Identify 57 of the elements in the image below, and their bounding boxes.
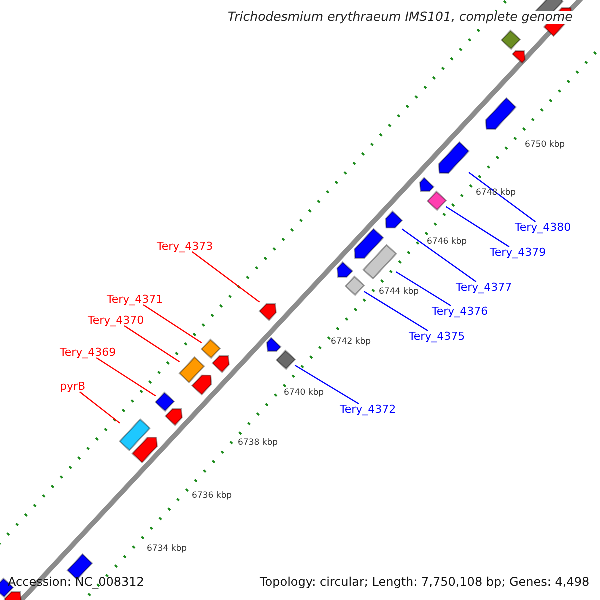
leader-line <box>143 304 202 344</box>
leader-line <box>124 326 180 363</box>
scale-label: 6740 kbp <box>284 389 324 398</box>
gene-label: Tery_4369 <box>60 347 116 358</box>
gene-bar <box>178 356 206 384</box>
gene-label: Tery_4376 <box>432 306 488 317</box>
gene-pentagon <box>354 228 384 260</box>
gene-bar <box>362 244 398 280</box>
gene-label: Tery_4372 <box>340 404 396 415</box>
gene-pentagon <box>385 210 404 229</box>
scale-label: 6744 kbp <box>379 288 420 296</box>
scale-label: 6746 kbp <box>427 238 468 246</box>
gene-label: Tery_4380 <box>515 222 572 233</box>
gene-label: Tery_4379 <box>490 247 546 258</box>
gene-pentagon <box>336 261 354 278</box>
leader-line <box>468 172 536 222</box>
leader-line <box>364 291 428 332</box>
gene-bar <box>118 418 152 452</box>
leader-line <box>96 358 156 397</box>
gene-pentagon <box>4 591 22 600</box>
gene-diamond <box>500 30 522 50</box>
leader-line <box>294 365 360 405</box>
gene-pentagon <box>132 436 158 464</box>
leader-line <box>446 206 510 248</box>
leader-line <box>402 228 477 282</box>
gene-pentagon <box>485 97 518 130</box>
scale-label: 6750 kbp <box>525 141 566 150</box>
gene-label: pyrB <box>60 381 86 392</box>
gene-diamond <box>426 190 448 212</box>
gene-pentagon <box>164 408 183 426</box>
scale-label: 6748 kbp <box>476 189 516 198</box>
scale-label: 6736 kbp <box>192 492 232 500</box>
gene-pentagon <box>419 177 435 192</box>
scale-label: 6738 kbp <box>238 439 278 448</box>
gene-pentagon <box>438 141 470 174</box>
chart-title: Trichodesmium erythraeum IMS101, complete genome <box>228 11 573 24</box>
gene-pentagon <box>191 374 212 396</box>
leader-line <box>79 392 120 424</box>
gene-diamond <box>276 350 296 370</box>
gene-diamond <box>344 276 366 296</box>
gene-pentagon <box>266 337 282 352</box>
gene-label: Tery_4371 <box>107 294 164 305</box>
gene-diamond <box>154 392 176 412</box>
gene-diamond <box>200 338 222 360</box>
leader-line <box>396 272 452 307</box>
gene-label: Tery_4370 <box>88 315 144 326</box>
footer-text: Accession: NC_008312 <box>8 576 144 588</box>
leader-line <box>192 252 260 303</box>
gene-pentagon <box>258 303 277 322</box>
scale-label: 6742 kbp <box>331 338 372 346</box>
scale-label: 6734 kbp <box>147 545 188 554</box>
footer-text: Topology: circular; Length: 7,750,108 bp; Genes: 4,498 <box>260 576 590 588</box>
gene-pentagon <box>512 50 526 64</box>
gene-label: Tery_4373 <box>157 241 214 252</box>
gene-label: Tery_4377 <box>456 282 512 293</box>
gene-pentagon <box>212 355 230 374</box>
gene-label: Tery_4375 <box>409 331 466 342</box>
